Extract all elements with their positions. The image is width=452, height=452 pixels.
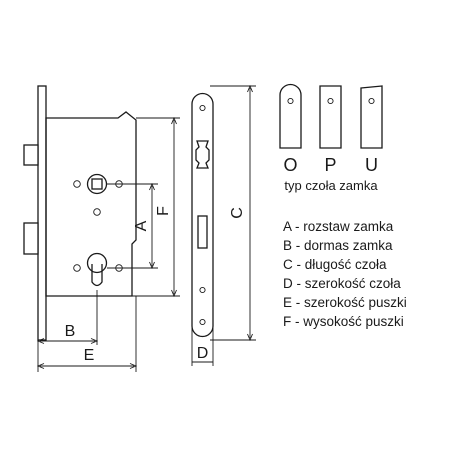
screw-hole-mid [199, 286, 206, 294]
dimension-a-label: A [133, 220, 150, 231]
dimension-f-label: F [155, 206, 172, 216]
faceplate-type-p-label: P [324, 155, 336, 175]
screw-hole-bottom [199, 318, 206, 326]
deadbolt-opening [197, 215, 208, 249]
lock-faceplate [37, 85, 47, 341]
faceplate-front-view: C D [191, 84, 256, 366]
legend: A - rozstaw zamka B - dormas zamka C - d… [283, 219, 407, 329]
dimension-e [36, 296, 138, 372]
dimension-d-label: D [197, 345, 209, 362]
faceplate-types-caption: typ czoła zamka [284, 178, 378, 193]
faceplate-type-o-shape [279, 83, 302, 149]
dimension-c-label: C [229, 207, 246, 219]
latch-opening [195, 140, 210, 169]
legend-item: D - szerokość czoła [283, 276, 401, 291]
legend-item: A - rozstaw zamka [283, 219, 394, 234]
dimension-f [132, 116, 180, 298]
legend-item: B - dormas zamka [283, 238, 393, 253]
dimension-d [191, 326, 214, 366]
legend-item: E - szerokość puszki [283, 295, 407, 310]
dimension-c [210, 84, 256, 342]
faceplate-type-u-shape [360, 85, 383, 149]
dimension-b-label: B [65, 323, 76, 340]
faceplate-type-u-label: U [365, 155, 378, 175]
faceplate-types: O P U typ czoła zamka [279, 83, 383, 193]
lock-body-front-view: A F B E [23, 85, 180, 372]
dimension-e-label: E [84, 347, 95, 364]
lock-case [45, 111, 137, 297]
legend-item: C - długość czoła [283, 257, 387, 272]
dimension-a [107, 182, 158, 270]
cylinder-hole [73, 252, 123, 287]
spindle-follower [73, 173, 123, 216]
faceplate-type-p-shape [319, 85, 342, 149]
screw-hole-top [199, 104, 206, 112]
latch-bolt [23, 144, 39, 166]
dimension-b [36, 290, 99, 372]
legend-item: F - wysokość puszki [283, 314, 404, 329]
faceplate-outline [191, 92, 214, 338]
dead-bolt [23, 222, 39, 255]
faceplate-type-o-label: O [283, 155, 297, 175]
